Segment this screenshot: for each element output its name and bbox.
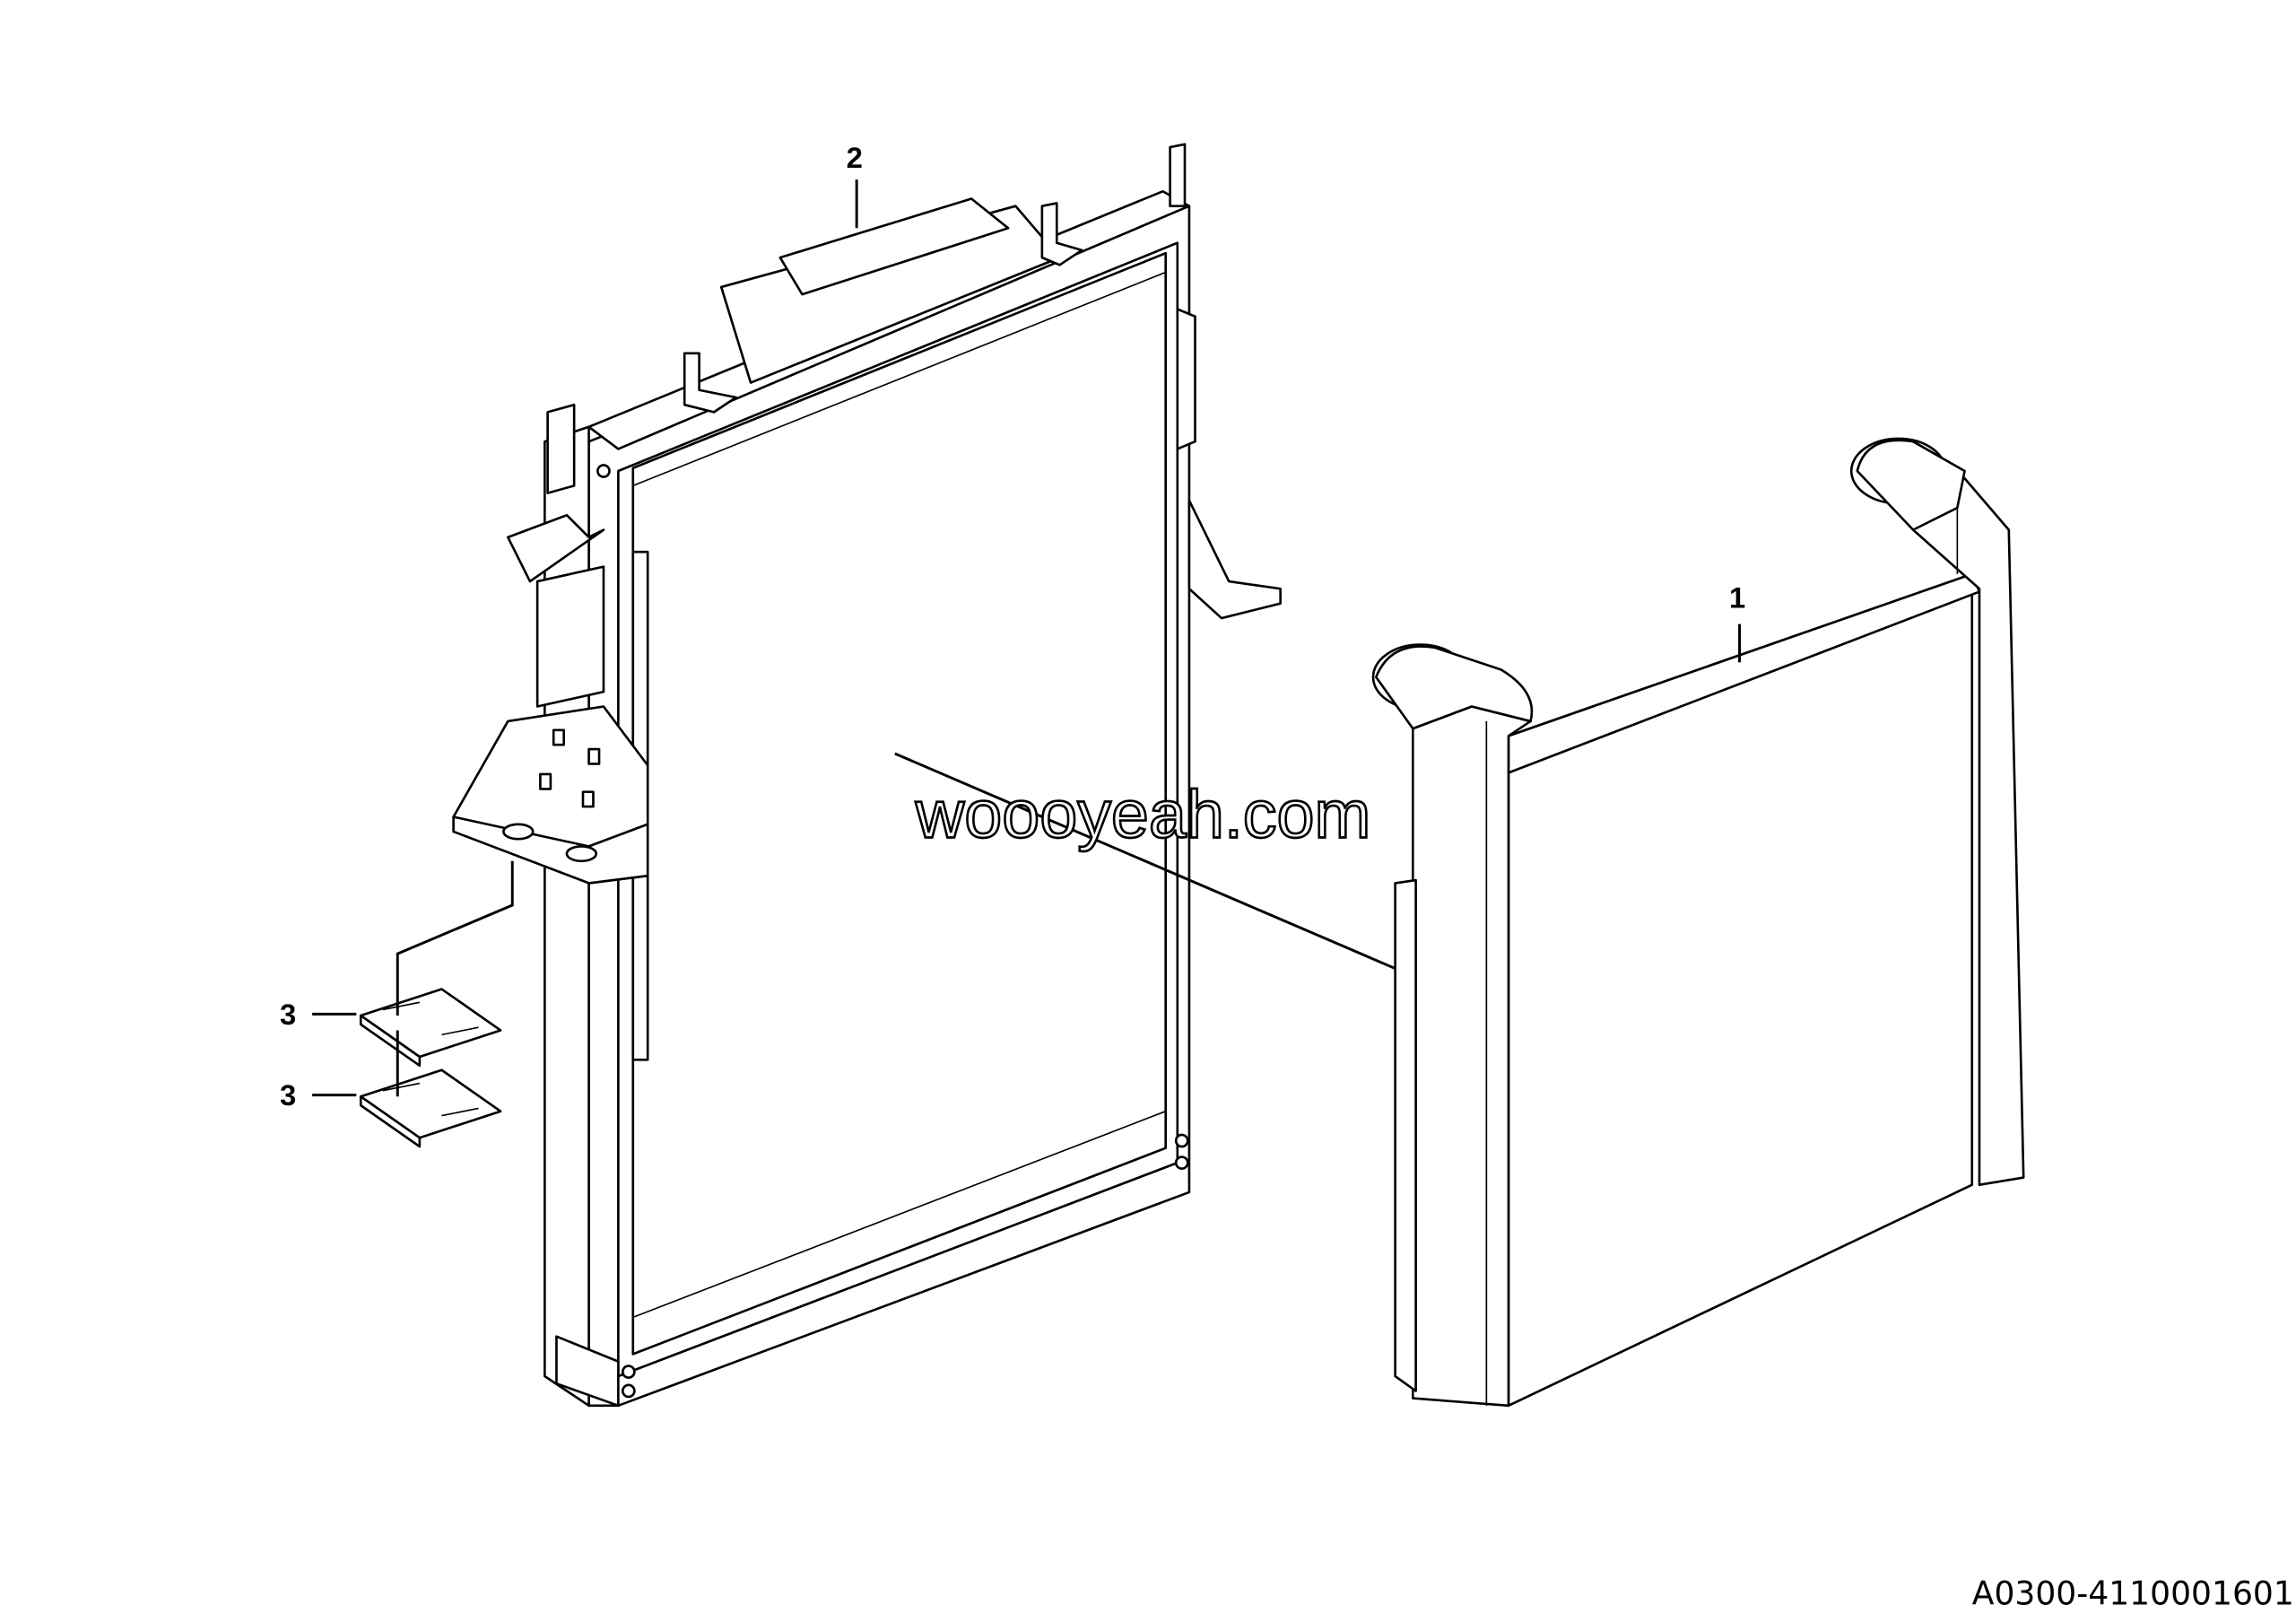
shims bbox=[359, 988, 502, 1148]
watermark: woooyeah.com bbox=[915, 777, 1371, 852]
drawing-code: A0300-4110001601 bbox=[1972, 1574, 2294, 1612]
callout-3b: 3 bbox=[280, 1078, 296, 1112]
radiator-frame bbox=[452, 143, 1282, 1408]
callout-2: 2 bbox=[847, 141, 863, 174]
callout-3a: 3 bbox=[280, 998, 296, 1031]
intercooler bbox=[1371, 437, 2025, 1408]
callout-1: 1 bbox=[1729, 581, 1745, 615]
